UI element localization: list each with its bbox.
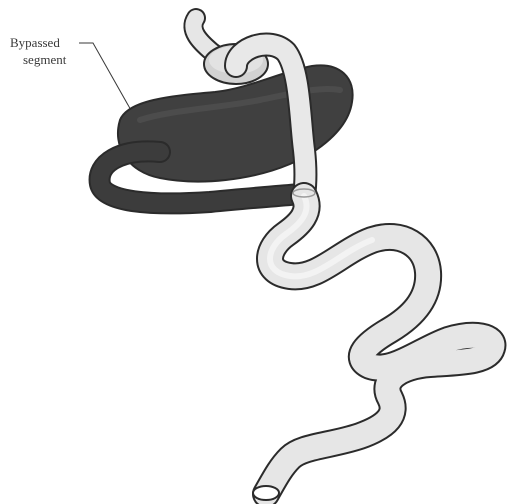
common-channel: [253, 196, 492, 500]
bypassed-segment-label: Bypassed segment: [10, 35, 132, 112]
leader-line: [79, 43, 132, 112]
label-line-2: segment: [23, 52, 67, 67]
label-line-1: Bypassed: [10, 35, 60, 50]
bowel-open-end: [253, 486, 279, 500]
